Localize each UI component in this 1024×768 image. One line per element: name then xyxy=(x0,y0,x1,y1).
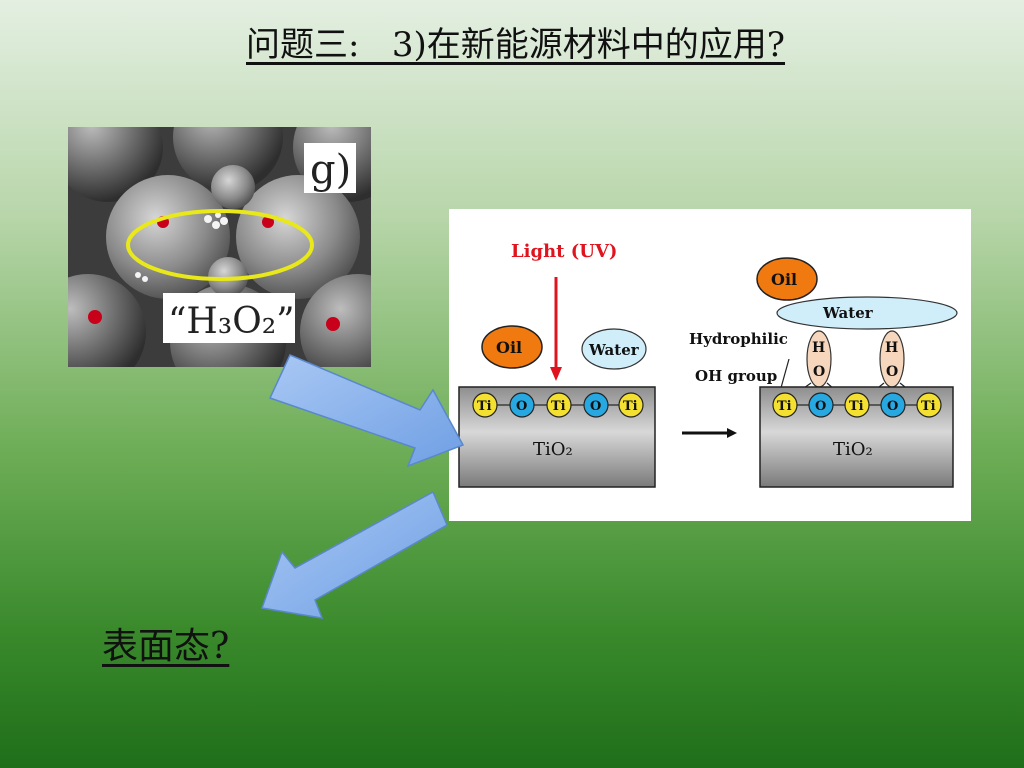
arrow-down-left-icon xyxy=(260,490,448,619)
oil-label-right: Oil xyxy=(771,270,797,289)
atom-sphere xyxy=(173,127,283,192)
slide-title: 问题三: 3)在新能源材料中的应用? xyxy=(246,25,786,65)
tio2-label-left: TiO₂ xyxy=(533,439,573,460)
o-label: O xyxy=(815,399,826,414)
tio2-label-right: TiO₂ xyxy=(833,439,873,460)
photocatalysis-diagram: Light (UV) Oil Water TiO₂ Ti O Ti O Ti xyxy=(449,209,971,521)
oxygen-dot xyxy=(326,317,340,331)
atom-row-left: Ti O Ti O Ti xyxy=(472,392,644,418)
oh-group-label: OH group xyxy=(695,367,777,385)
o-label: O xyxy=(813,364,825,380)
ti-label: Ti xyxy=(623,399,638,414)
h-label: H xyxy=(812,340,825,356)
hydrogen-dot xyxy=(215,212,221,218)
oh-group-2: H O xyxy=(868,330,916,396)
molecule-image: g) “H₃O₂” xyxy=(68,127,371,367)
water-film-label: Water xyxy=(822,304,874,322)
panel-label-box xyxy=(304,143,356,193)
small-atom xyxy=(211,165,255,209)
highlight-ellipse xyxy=(126,209,314,281)
atom-row-right: Ti O Ti O Ti xyxy=(772,392,942,418)
ti-label: Ti xyxy=(477,399,492,414)
hydrogen-dot xyxy=(220,217,228,225)
ti-label: Ti xyxy=(551,399,566,414)
molecule-label: “H₃O₂” xyxy=(168,301,295,342)
arrow-right-icon xyxy=(268,354,465,468)
diagram-render: Light (UV) Oil Water TiO₂ Ti O Ti O Ti xyxy=(458,241,958,488)
panel-label: g) xyxy=(310,147,351,193)
oil-droplet-right xyxy=(756,257,818,301)
oxygen-dot xyxy=(262,216,274,228)
h-label: H xyxy=(885,340,898,356)
hydrogen-dot xyxy=(212,221,220,229)
ti-label: Ti xyxy=(849,399,864,414)
molecule-label-box xyxy=(163,293,295,343)
hydrogen-dot xyxy=(204,215,212,223)
oil-droplet xyxy=(481,325,543,369)
atom-sphere xyxy=(68,274,146,367)
o-label: O xyxy=(886,364,898,380)
process-arrow-head xyxy=(727,428,737,438)
o-label: O xyxy=(887,399,898,414)
oh-group-1: H O xyxy=(793,330,842,396)
ti-label: Ti xyxy=(921,399,936,414)
light-label: Light (UV) xyxy=(511,241,617,262)
water-film xyxy=(776,296,958,330)
atom-sphere xyxy=(236,175,360,299)
hydrophilic-label: Hydrophilic xyxy=(689,330,788,348)
o-label: O xyxy=(516,399,527,414)
water-label: Water xyxy=(588,341,640,359)
oxygen-dot xyxy=(88,310,102,324)
hydrogen-dot xyxy=(135,272,141,278)
surface-state-question: 表面态? xyxy=(102,626,230,667)
molecule-render: g) “H₃O₂” xyxy=(68,127,371,367)
light-arrow-head xyxy=(550,367,562,381)
o-label: O xyxy=(590,399,601,414)
atom-sphere xyxy=(106,175,230,299)
ti-label: Ti xyxy=(777,399,792,414)
oil-label: Oil xyxy=(496,338,522,357)
hydrogen-dot xyxy=(142,276,148,282)
water-droplet xyxy=(581,328,647,370)
